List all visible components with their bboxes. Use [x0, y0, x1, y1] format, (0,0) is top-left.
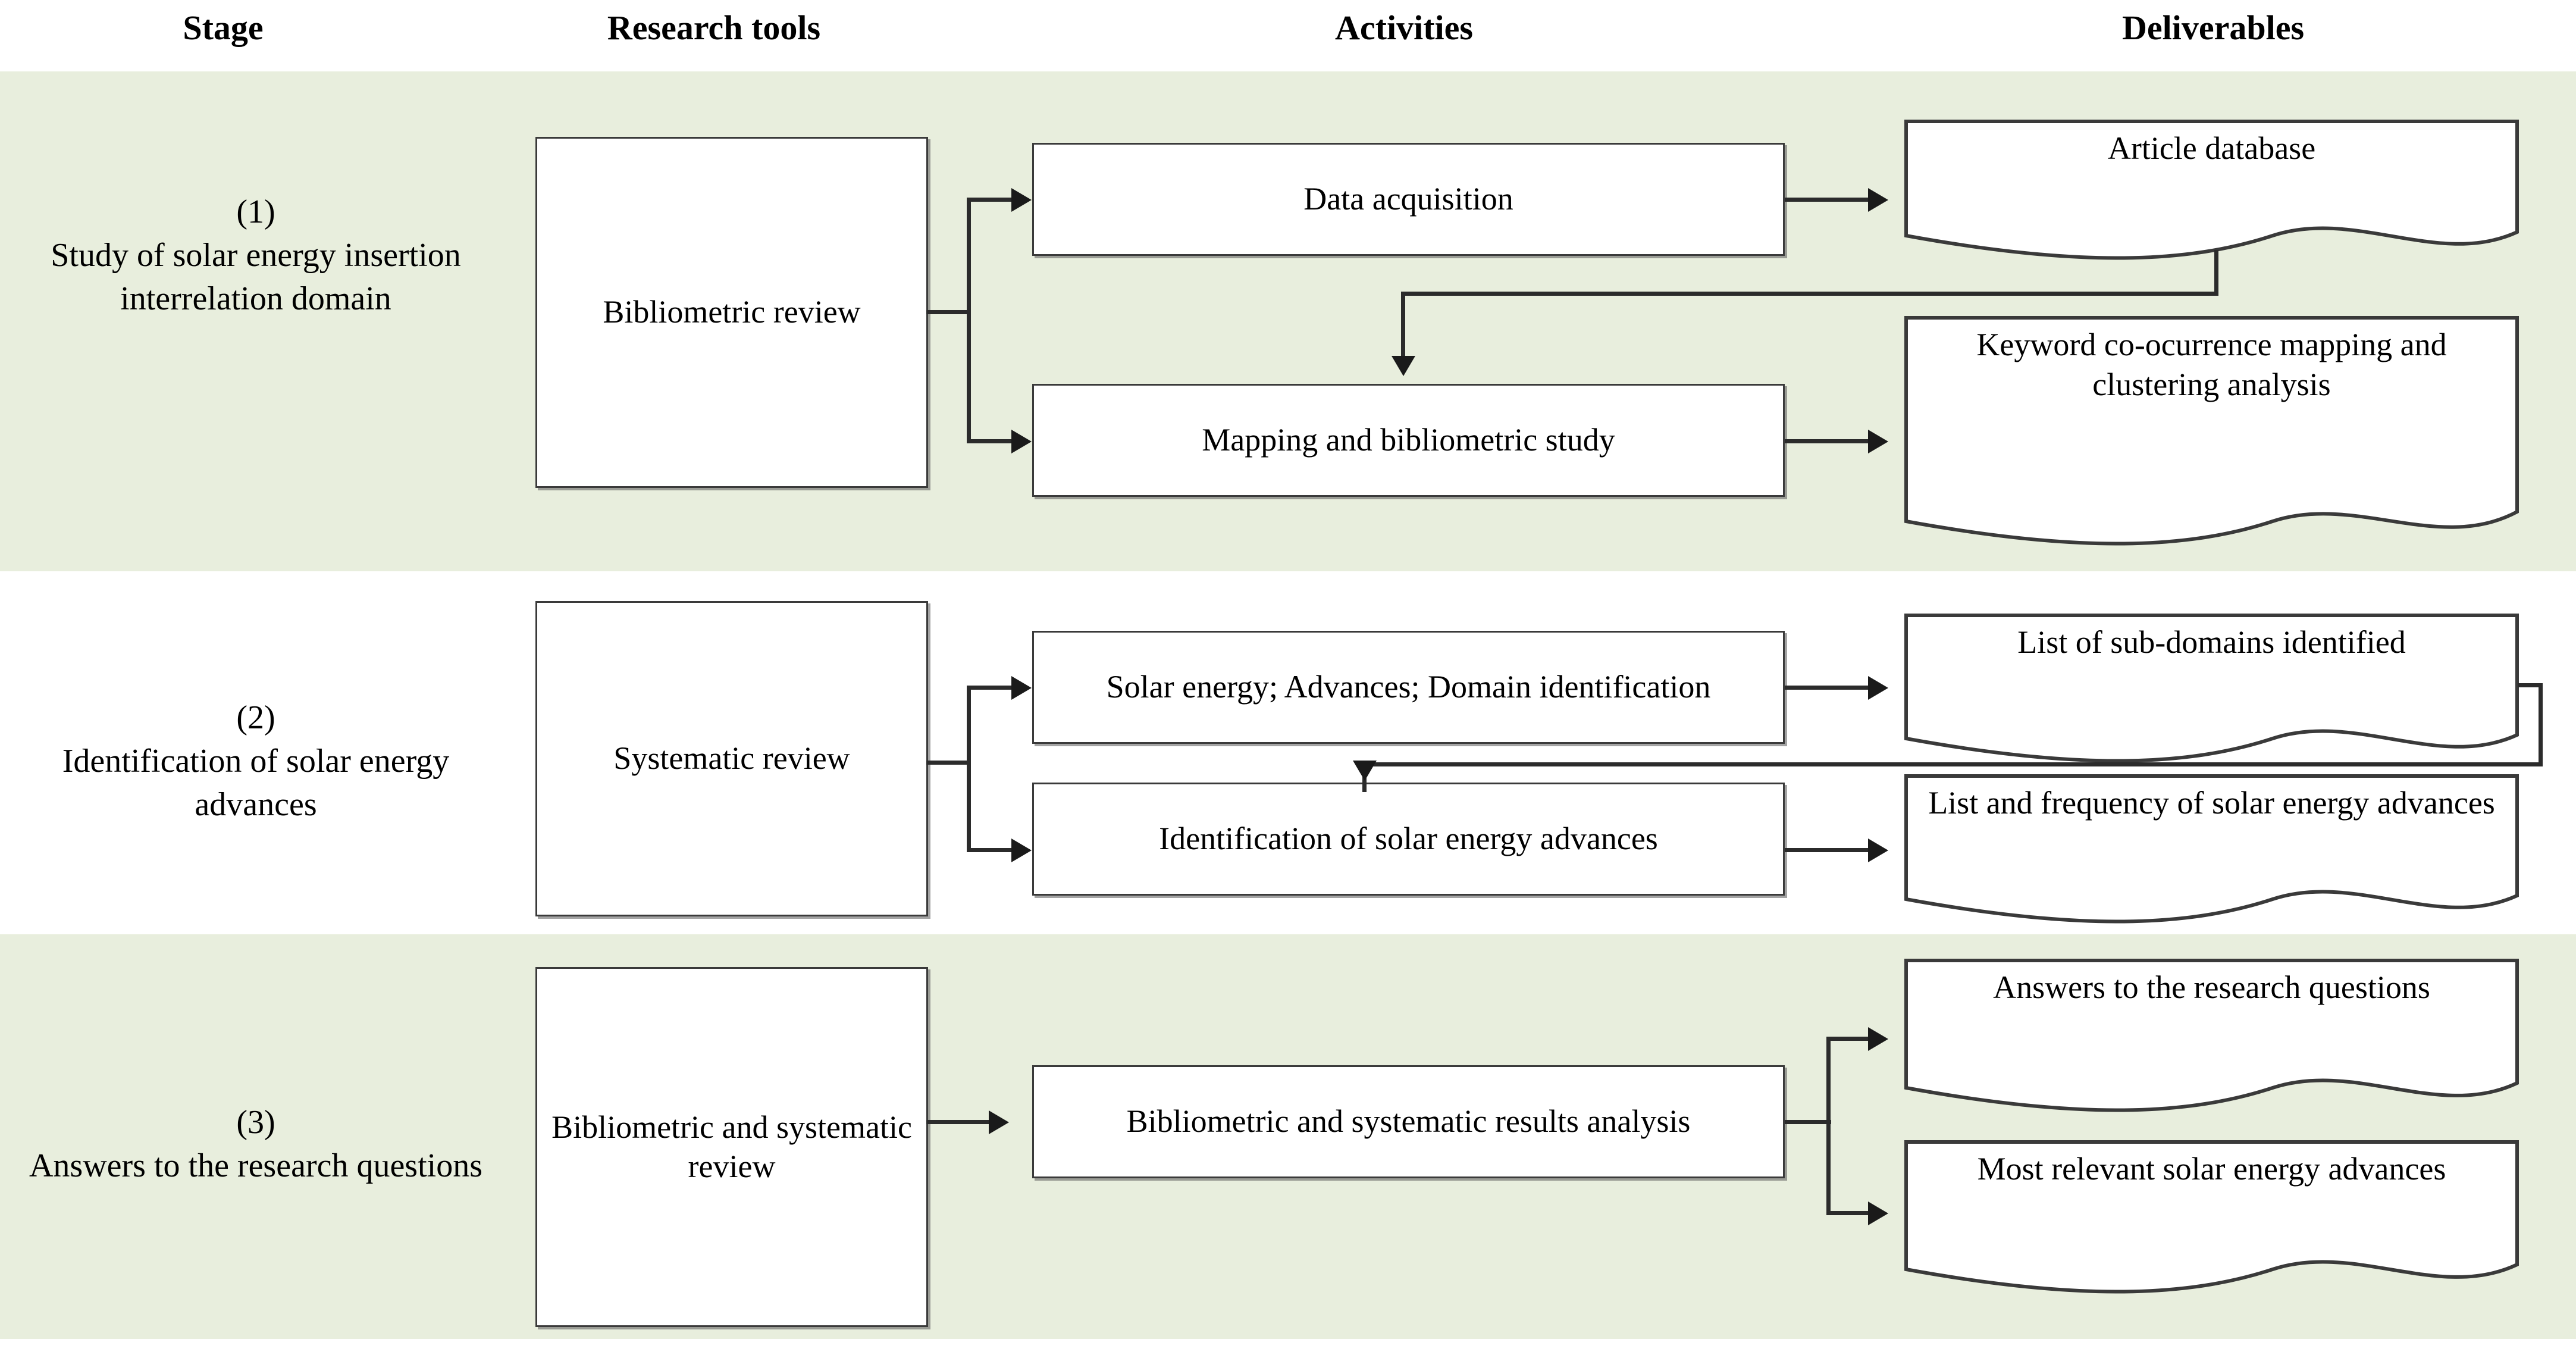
connector-act2-to-del2 — [1785, 439, 1871, 443]
research-tool-box-1[interactable]: Bibliometric review — [535, 137, 928, 488]
connector-del2-1-loop-down — [2539, 683, 2543, 766]
document-shape-icon — [1904, 120, 2519, 260]
deliverable-doc-1-1[interactable]: Article database — [1904, 119, 2519, 262]
deliverable-doc-3-2[interactable]: Most relevant solar energy advances — [1904, 1140, 2519, 1297]
deliverable-doc-1-2[interactable]: Keyword co-ocurrence mapping and cluster… — [1904, 315, 2519, 553]
stage-number-2: (2) — [236, 699, 275, 736]
stage-title-2: Identification of solar energy advances — [62, 742, 450, 823]
connector-fork2-to-act2 — [967, 848, 1014, 852]
deliverable-label-1-2: Keyword co-ocurrence mapping and cluster… — [1976, 327, 2447, 402]
column-header-deliverables: Deliverables — [2121, 8, 2305, 47]
connector-act3-stub — [1785, 1120, 1831, 1124]
research-tool-box-3[interactable]: Bibliometric and systematic review — [535, 967, 928, 1327]
arrow-to-deliverable-3-2 — [1868, 1201, 1888, 1225]
activity-box-1-1[interactable]: Data acquisition — [1032, 143, 1785, 256]
connector-tool2-stub — [926, 761, 971, 765]
arrow-to-activity-3-1 — [989, 1110, 1009, 1134]
deliverable-label-3-2: Most relevant solar energy advances — [1977, 1151, 2446, 1187]
arrow-to-activity-1-2 — [1011, 430, 1032, 453]
stage-number-3: (3) — [236, 1104, 275, 1141]
deliverable-label-2-1: List of sub-domains identified — [2017, 624, 2406, 660]
arrow-down-to-activity-2-2 — [1353, 761, 1377, 781]
connector-tool2-fork — [967, 686, 971, 852]
deliverable-doc-2-2[interactable]: List and frequency of solar energy advan… — [1904, 774, 2519, 925]
stage-label-1: (1) Study of solar energy insertion inte… — [12, 190, 500, 320]
document-shape-icon — [1904, 614, 2519, 763]
arrow-down-to-activity-1-2 — [1392, 356, 1415, 376]
connector-del2-1-loop-right — [2518, 683, 2543, 687]
connector-tool1-fork — [967, 198, 971, 442]
deliverable-label-1-1: Article database — [2107, 130, 2316, 166]
stage-number-1: (1) — [236, 193, 275, 230]
connector-fork2-to-act1 — [967, 686, 1014, 690]
deliverable-label-3-1: Answers to the research questions — [1993, 969, 2430, 1005]
column-header-activities: Activities — [1335, 8, 1473, 47]
connector-fork1-to-act1 — [967, 198, 1014, 202]
research-tool-box-2[interactable]: Systematic review — [535, 601, 928, 916]
activity-box-3-1[interactable]: Bibliometric and systematic results anal… — [1032, 1065, 1785, 1178]
deliverable-label-2-2: List and frequency of solar energy advan… — [1928, 785, 2495, 821]
document-shape-icon — [1904, 959, 2519, 1112]
connector-del1-loop-down — [2214, 250, 2218, 295]
arrow-to-deliverable-1-2 — [1868, 430, 1888, 453]
stage-label-2: (2) Identification of solar energy advan… — [12, 696, 500, 826]
connector-fork3-to-del2 — [1826, 1211, 1873, 1215]
stage-label-3: (3) Answers to the research questions — [12, 1101, 500, 1188]
arrow-to-deliverable-2-1 — [1868, 676, 1888, 700]
connector-act2-1-to-del2-1 — [1785, 686, 1871, 690]
document-shape-icon — [1904, 316, 2519, 546]
column-header-research-tools: Research tools — [607, 8, 821, 47]
arrow-to-deliverable-3-1 — [1868, 1027, 1888, 1051]
connector-del1-loop-left — [1401, 292, 2218, 296]
connector-del2-1-loop-left — [1362, 762, 2543, 766]
connector-fork1-to-act2 — [967, 439, 1014, 443]
arrow-to-deliverable-2-2 — [1868, 838, 1888, 862]
connector-tool1-stub — [926, 310, 971, 314]
arrow-to-activity-2-1 — [1011, 676, 1032, 700]
document-shape-icon — [1904, 774, 2519, 924]
document-shape-icon — [1904, 1140, 2519, 1294]
stage-title-3: Answers to the research questions — [29, 1147, 482, 1184]
arrow-to-activity-2-2 — [1011, 838, 1032, 862]
arrow-to-activity-1-1 — [1011, 188, 1032, 212]
deliverable-doc-3-1[interactable]: Answers to the research questions — [1904, 958, 2519, 1116]
column-header-stage: Stage — [183, 8, 264, 47]
stage-title-1: Study of solar energy insertion interrel… — [51, 236, 461, 317]
deliverable-doc-2-1[interactable]: List of sub-domains identified — [1904, 613, 2519, 765]
connector-act2-2-to-del2-2 — [1785, 848, 1871, 852]
connector-fork3-to-del1 — [1826, 1037, 1873, 1041]
activity-box-2-1[interactable]: Solar energy; Advances; Domain identific… — [1032, 631, 1785, 744]
arrow-to-deliverable-1-1 — [1868, 188, 1888, 212]
connector-act3-fork-line — [1826, 1037, 1831, 1215]
connector-del1-loop-drop — [1401, 292, 1405, 357]
connector-tool3-to-act3 — [926, 1120, 992, 1124]
activity-box-1-2[interactable]: Mapping and bibliometric study — [1032, 384, 1785, 497]
connector-act1-to-del1 — [1785, 198, 1871, 202]
activity-box-2-2[interactable]: Identification of solar energy advances — [1032, 783, 1785, 896]
